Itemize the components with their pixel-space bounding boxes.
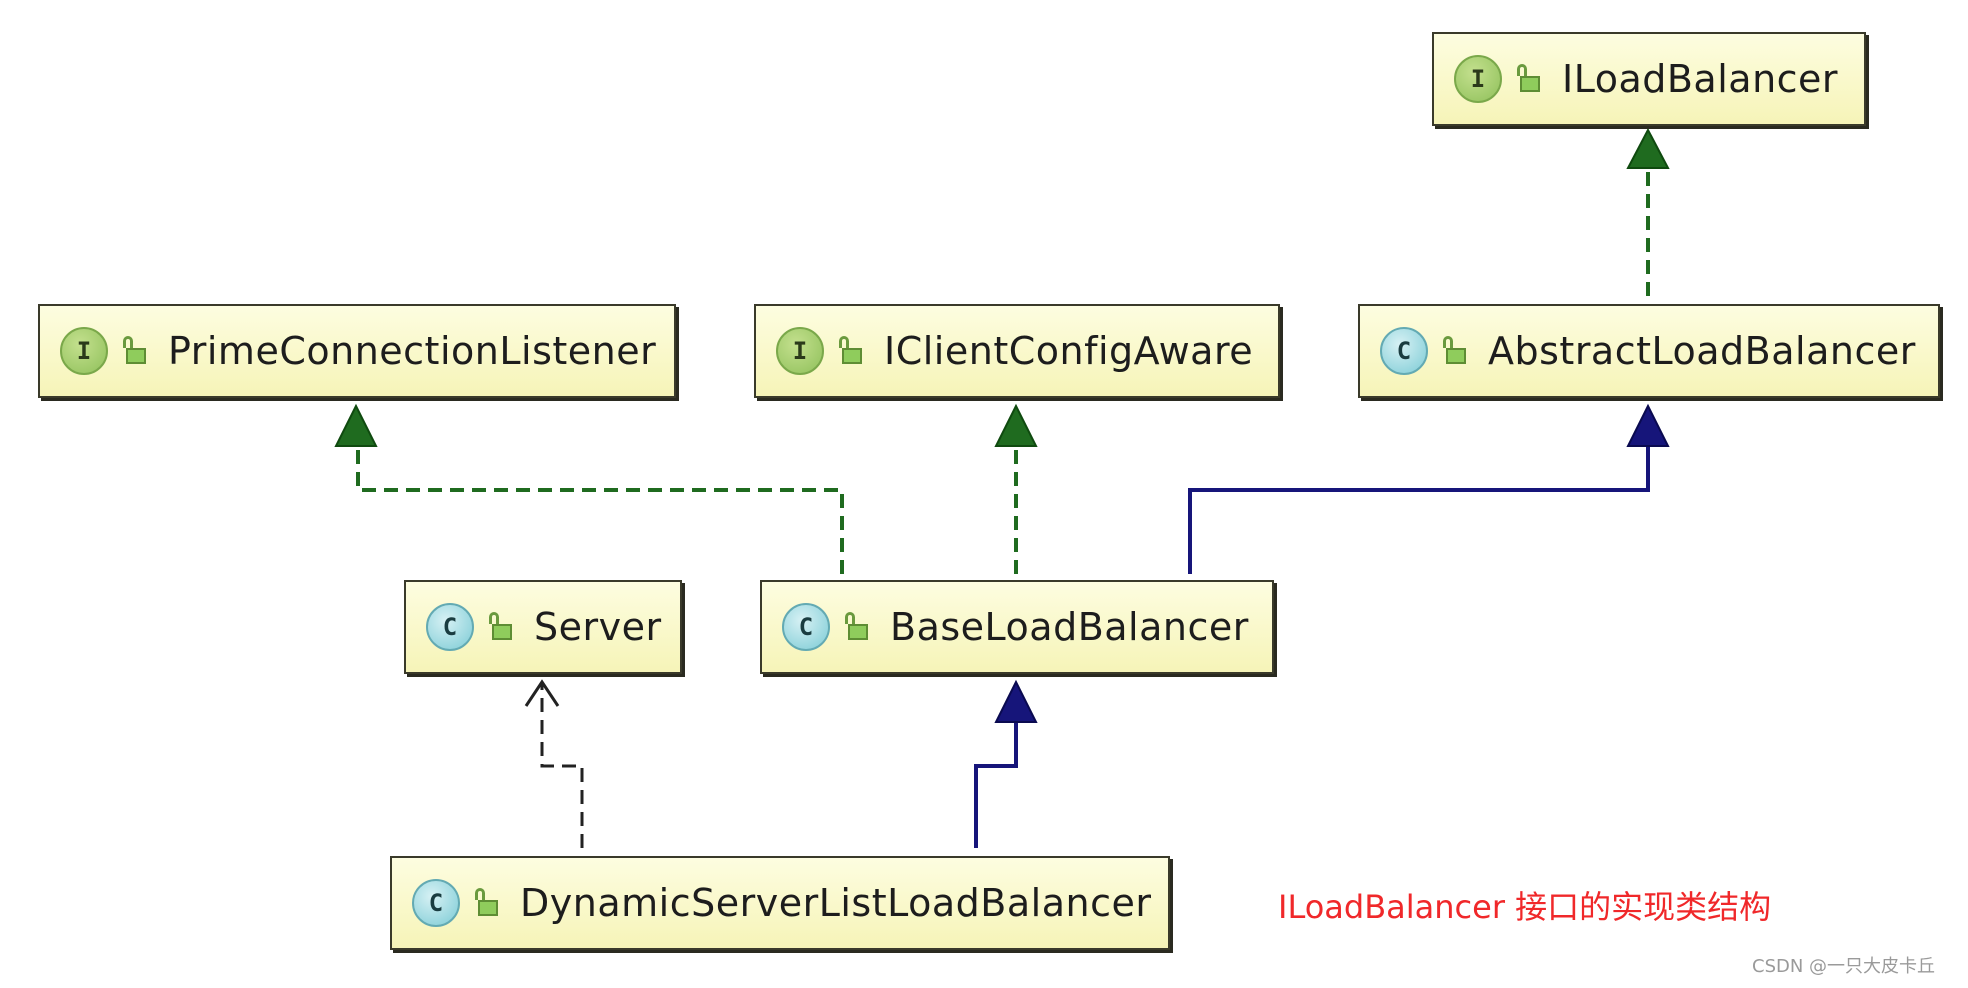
public-lock-icon bbox=[844, 612, 868, 642]
class-node-iclientconfigaware[interactable]: I IClientConfigAware bbox=[754, 304, 1280, 398]
class-node-dynamicserverlistloadbalancer[interactable]: C DynamicServerListLoadBalancer bbox=[390, 856, 1170, 950]
node-label: ILoadBalancer bbox=[1562, 57, 1839, 101]
class-node-primeconnectionlistener[interactable]: I PrimeConnectionListener bbox=[38, 304, 676, 398]
node-label: IClientConfigAware bbox=[884, 329, 1254, 373]
public-lock-icon bbox=[1442, 336, 1466, 366]
public-lock-icon bbox=[488, 612, 512, 642]
edge-baseloadbalancer-implements-iclientconfigaware bbox=[994, 403, 1038, 574]
node-label: DynamicServerListLoadBalancer bbox=[520, 881, 1152, 925]
node-label: BaseLoadBalancer bbox=[890, 605, 1249, 649]
class-node-baseloadbalancer[interactable]: C BaseLoadBalancer bbox=[760, 580, 1274, 674]
class-node-server[interactable]: C Server bbox=[404, 580, 682, 674]
class-icon: C bbox=[426, 603, 474, 651]
edge-abstractloadbalancer-implements-iloadbalancer bbox=[1626, 127, 1670, 296]
class-node-iloadbalancer[interactable]: I ILoadBalancer bbox=[1432, 32, 1866, 126]
interface-icon: I bbox=[1454, 55, 1502, 103]
abstract-class-icon: C bbox=[1380, 327, 1428, 375]
interface-icon: I bbox=[60, 327, 108, 375]
node-label: PrimeConnectionListener bbox=[168, 329, 657, 373]
public-lock-icon bbox=[1516, 64, 1540, 94]
public-lock-icon bbox=[122, 336, 146, 366]
class-icon: C bbox=[782, 603, 830, 651]
edge-baseloadbalancer-extends-abstractloadbalancer bbox=[1188, 403, 1670, 574]
public-lock-icon bbox=[838, 336, 862, 366]
interface-icon: I bbox=[776, 327, 824, 375]
class-icon: C bbox=[412, 879, 460, 927]
edge-dynamicserverlistloadbalancer-depends-server bbox=[524, 679, 584, 848]
node-label: AbstractLoadBalancer bbox=[1488, 329, 1916, 373]
edge-baseloadbalancer-implements-primeconnectionlistener bbox=[334, 403, 844, 574]
node-label: Server bbox=[534, 605, 662, 649]
watermark: CSDN @一只大皮卡丘 bbox=[1752, 956, 1936, 977]
class-node-abstractloadbalancer[interactable]: C AbstractLoadBalancer bbox=[1358, 304, 1940, 398]
public-lock-icon bbox=[474, 888, 498, 918]
edge-dynamicserverlistloadbalancer-extends-baseloadbalancer bbox=[974, 679, 1038, 848]
diagram-caption: ILoadBalancer 接口的实现类结构 bbox=[1278, 888, 1772, 926]
